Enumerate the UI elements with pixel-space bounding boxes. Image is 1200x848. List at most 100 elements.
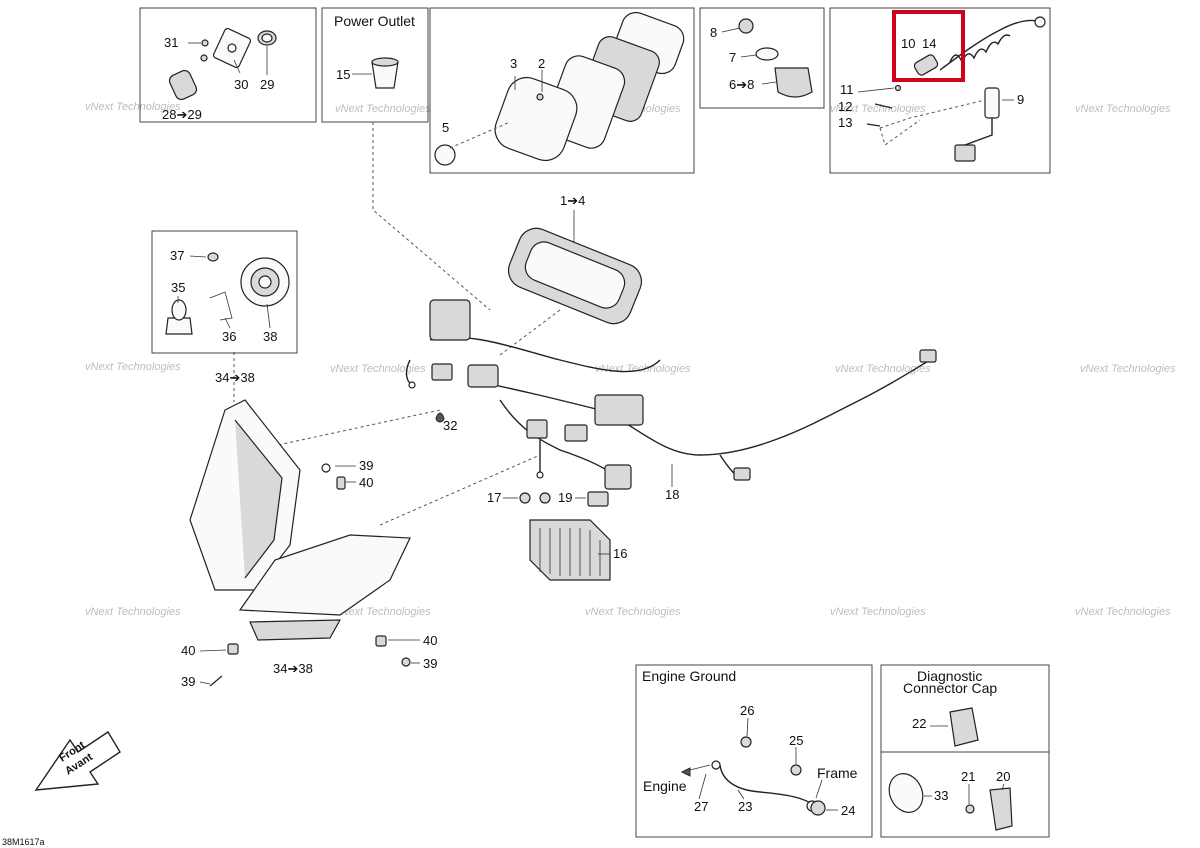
callout-21: 21 [961, 769, 975, 784]
leader-lines [233, 122, 561, 526]
callout-7: 7 [729, 50, 736, 65]
box-frame [635, 664, 873, 838]
label-engine: Engine [643, 778, 687, 794]
dust-cover-center [258, 275, 272, 289]
diagnostic-cap-part [949, 707, 979, 747]
callout-5: 5 [442, 120, 449, 135]
harness-connector [604, 464, 632, 490]
socket-part [168, 69, 198, 101]
callout-26: 26 [740, 703, 754, 718]
watermark: vNext Technologies [85, 101, 181, 113]
screw-21 [965, 804, 975, 814]
box-frame [151, 230, 298, 354]
watermark: vNext Technologies [1075, 606, 1171, 618]
retaining-spring [209, 291, 233, 321]
grommet-39 [321, 463, 331, 473]
box-lamp-socket: 31 30 29 28➔29 [139, 7, 317, 123]
watermark: vNext Technologies [835, 363, 931, 375]
clip-40 [336, 476, 346, 490]
watermark: vNext Technologies [335, 606, 431, 618]
callout-40: 40 [359, 475, 373, 490]
harness-connector [526, 419, 548, 439]
box-title-engine-ground: Engine Ground [642, 668, 736, 684]
connector-part [913, 54, 939, 76]
nut-part [200, 54, 208, 62]
callout-23: 23 [738, 799, 752, 814]
callout-38: 38 [263, 329, 277, 344]
callout-39: 39 [181, 674, 195, 689]
small-part-12 [874, 103, 893, 109]
screw-part [536, 93, 544, 101]
callout-28-29: 28➔29 [162, 107, 202, 122]
cap-part [738, 18, 754, 34]
box-title-power-outlet: Power Outlet [334, 13, 415, 29]
arrow-icon [680, 767, 691, 777]
nut-25 [790, 764, 802, 776]
box-frame [321, 7, 429, 123]
callout-1-4: 1➔4 [560, 193, 585, 208]
box-key-switch: 8 7 6➔8 [699, 7, 825, 109]
highlight-box [892, 10, 965, 82]
small-part-11 [894, 84, 902, 92]
watermark: vNext Technologies [1075, 103, 1171, 115]
callout-29: 29 [260, 77, 274, 92]
cluster-bezel [494, 76, 578, 162]
callout-10: 10 [901, 36, 915, 51]
box-engine-ground: Engine Ground Engine Frame 26 25 27 23 2… [635, 664, 873, 838]
bulb-glass [171, 299, 187, 321]
harness-connector [467, 364, 499, 388]
bracket-hole [227, 43, 237, 53]
callout-15: 15 [336, 67, 350, 82]
callout-3: 3 [510, 56, 517, 71]
gauge-part [434, 144, 456, 166]
callout-37: 37 [170, 248, 184, 263]
box-frame [880, 664, 1050, 838]
harness-connector [431, 363, 453, 381]
ground-cable [719, 764, 813, 805]
fuse-box [594, 394, 644, 426]
front-arrow: Front Avant [34, 731, 121, 791]
diagram-code: 38M1617a [2, 837, 45, 847]
callout-2: 2 [538, 56, 545, 71]
callout-36: 36 [222, 329, 236, 344]
connector-19 [587, 491, 609, 507]
box-title-diagnostic: Diagnostic [917, 668, 982, 684]
watermark: vNext Technologies [830, 606, 926, 618]
callout-19: 19 [558, 490, 572, 505]
callout-14: 14 [922, 36, 936, 51]
watermark: vNext Technologies [335, 103, 431, 115]
callout-20: 20 [996, 769, 1010, 784]
box-frame [829, 7, 1051, 174]
callout-31: 31 [164, 35, 178, 50]
box-title-connector-cap: Connector Cap [903, 680, 997, 696]
strap-33 [888, 773, 924, 813]
nut-part [519, 492, 531, 504]
ring-terminal [711, 760, 721, 770]
ring-terminal [536, 471, 544, 479]
callout-25: 25 [789, 733, 803, 748]
box-cluster: 3 2 5 [429, 7, 695, 174]
headlamps: 34➔38 39 40 40 39 40 39 34➔38 [181, 370, 437, 689]
watermark: vNext Technologies [330, 363, 426, 375]
bulb-small-part [207, 252, 219, 262]
callout-35: 35 [171, 280, 185, 295]
callout-13: 13 [838, 115, 852, 130]
bolt-part [201, 39, 209, 47]
callout-24: 24 [841, 803, 855, 818]
callout-12: 12 [838, 99, 852, 114]
clip-40 [375, 635, 387, 647]
watermark: vNext Technologies [585, 606, 681, 618]
callout-16: 16 [613, 546, 627, 561]
box-frame [429, 7, 695, 174]
callout-8: 8 [710, 25, 717, 40]
harness-end-connector [919, 349, 937, 363]
sensor-body [984, 87, 1000, 119]
callout-39: 39 [423, 656, 437, 671]
screw-39 [401, 657, 411, 667]
headlamp-lens-strip [249, 619, 342, 641]
coil-spring [949, 34, 1011, 64]
callout-17: 17 [487, 490, 501, 505]
power-outlet-rim [371, 57, 399, 67]
harness-connector [564, 424, 588, 442]
